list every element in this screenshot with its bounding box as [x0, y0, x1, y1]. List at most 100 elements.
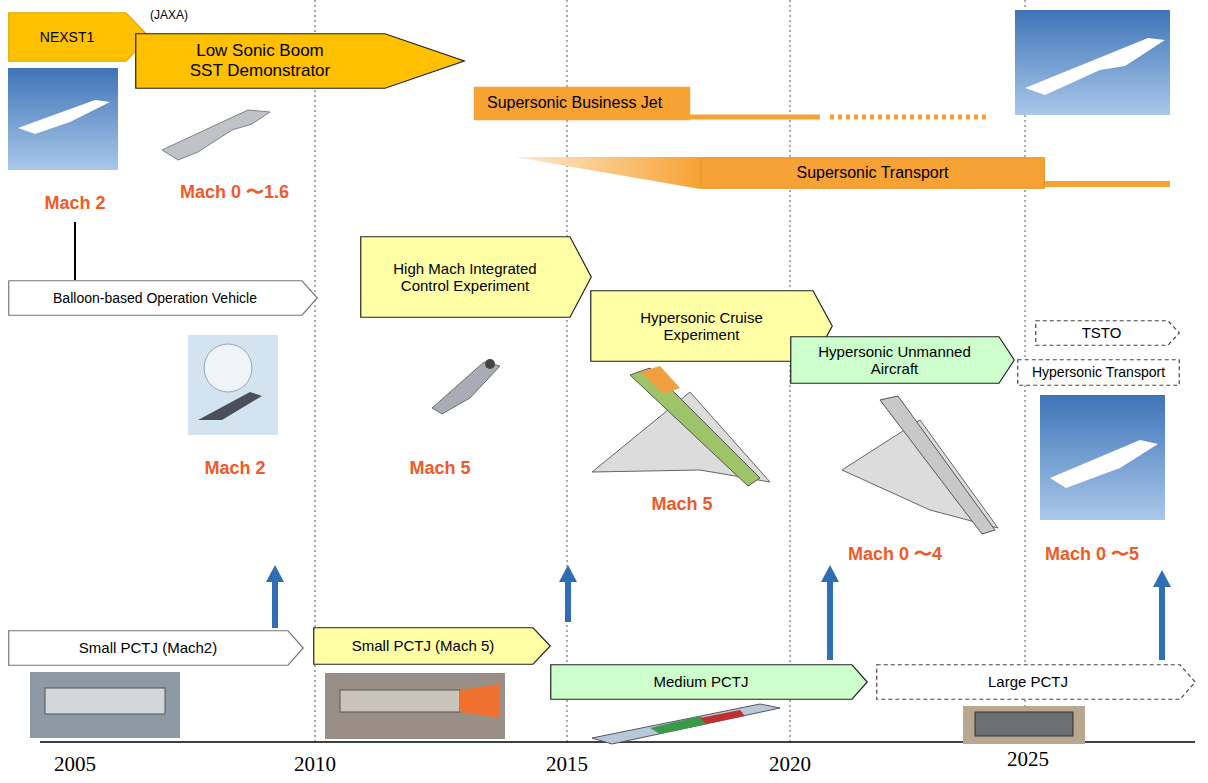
program-arrow: Low Sonic Boom SST Demonstrator: [135, 33, 465, 89]
node-text: Small PCTJ (Mach2): [79, 639, 217, 656]
engine-body: [975, 712, 1073, 736]
engine-body: [45, 688, 165, 714]
node-text: Supersonic Transport: [796, 164, 948, 182]
node-text: Medium PCTJ: [653, 673, 748, 690]
future-arrow-outline: [1036, 321, 1180, 346]
aircraft-photo: [1015, 10, 1170, 115]
engine-part: [650, 716, 708, 734]
engine-arrow-outline: [9, 631, 304, 666]
arrow-head: [559, 565, 577, 582]
aircraft-silhouette: [1025, 38, 1165, 95]
development-arrow: [827, 580, 833, 660]
program-arrow-outline: [361, 237, 592, 318]
node-text: Hypersonic Unmanned Aircraft: [815, 343, 975, 378]
text-holder: Small PCTJ (Mach2): [8, 630, 288, 666]
program-arrow: Hypersonic Unmanned Aircraft: [790, 336, 1015, 384]
text-holder: Balloon-based Operation Vehicle: [8, 280, 302, 316]
mach-number: Mach 0 〜1.6: [180, 180, 289, 204]
engine-arrow: Small PCTJ (Mach2): [8, 630, 304, 666]
year-tick: 2005: [54, 752, 96, 777]
aircraft-photo: [8, 68, 118, 170]
engine-arrow: Medium PCTJ: [550, 664, 868, 700]
mach-number: Mach 2: [44, 193, 105, 214]
arrow-head: [266, 565, 284, 582]
text-holder: Small PCTJ (Mach 5): [313, 627, 533, 665]
program-arrow: Balloon-based Operation Vehicle: [8, 280, 318, 316]
engine-arrow-outline: [314, 628, 551, 665]
vehicle-silhouette: [198, 392, 262, 420]
timeline-marker: [74, 222, 76, 280]
aircraft-silhouette: [18, 100, 110, 134]
mach-number: Mach 5: [409, 458, 470, 479]
development-arrow: [272, 580, 278, 628]
engine-part: [700, 710, 745, 724]
vehicle-drawing: [432, 362, 500, 414]
organization-note: (JAXA): [150, 8, 188, 22]
mach-number: Mach 2: [204, 458, 265, 479]
node-text: Low Sonic Boom SST Demonstrator: [185, 41, 335, 80]
text-holder: NEXST1: [8, 12, 126, 62]
node-text: Hypersonic Cruise Experiment: [617, 309, 787, 344]
arrow-head: [821, 565, 839, 582]
year-tick: 2020: [769, 752, 811, 777]
plan-line-dotted: [830, 115, 990, 120]
engine-arrow: Small PCTJ (Mach 5): [313, 627, 551, 665]
node-text: Large PCTJ: [988, 673, 1068, 690]
node-text: Hypersonic Transport: [1032, 364, 1165, 380]
text-holder: High Mach Integrated Control Experiment: [360, 236, 570, 318]
year-tick: 2015: [546, 752, 588, 777]
plan-line: [1044, 181, 1170, 187]
text-holder: Hypersonic Cruise Experiment: [590, 290, 813, 362]
engine-flame: [460, 684, 500, 718]
node-text: NEXST1: [40, 29, 94, 45]
future-arrow-outline: [877, 665, 1196, 700]
text-holder: Hypersonic Unmanned Aircraft: [790, 336, 999, 384]
node-text: Balloon-based Operation Vehicle: [53, 290, 257, 306]
vehicle-fuselage: [630, 368, 760, 486]
engine-photo: [30, 672, 180, 738]
future-box-outline: [1018, 360, 1180, 386]
text-holder: Medium PCTJ: [550, 664, 852, 700]
program-arrow-outline: [791, 337, 1015, 384]
year-tick: 2025: [1007, 747, 1049, 772]
future-arrow: TSTO: [1035, 320, 1180, 346]
mach-number: Mach 5: [651, 494, 712, 515]
text-holder: Hypersonic Transport: [1017, 359, 1180, 386]
future-arrow: Large PCTJ: [876, 664, 1196, 700]
program-arrow: NEXST1: [8, 12, 150, 62]
plan-line: [690, 115, 820, 120]
engine-photo: [963, 706, 1085, 744]
program-bar: Supersonic Business Jet: [473, 86, 691, 121]
vehicle-part: [640, 366, 680, 394]
aircraft-photo: [1040, 395, 1165, 520]
vehicle-fuselage: [880, 396, 995, 534]
mach-number: Mach 0 〜4: [848, 542, 942, 566]
engine-drawing: [592, 704, 780, 744]
aircraft-silhouette: [1050, 440, 1158, 488]
text-holder: Supersonic Transport: [700, 157, 1045, 189]
program-arrow-outline: [9, 281, 318, 316]
program-bar-outline: [701, 158, 1045, 189]
year-tick: 2010: [294, 752, 336, 777]
plan-wedge: [515, 157, 700, 189]
program-arrow: High Mach Integrated Control Experiment: [360, 236, 592, 318]
engine-photo: [325, 673, 505, 739]
text-holder: TSTO: [1035, 320, 1168, 346]
text-holder: Supersonic Business Jet: [473, 86, 691, 121]
development-arrow: [1159, 585, 1165, 660]
text-holder: Large PCTJ: [876, 664, 1180, 700]
program-bar: Supersonic Transport: [700, 157, 1045, 189]
node-text: Supersonic Business Jet: [487, 94, 662, 112]
program-bar-outline: [474, 87, 691, 121]
aircraft-drawing: [162, 110, 270, 160]
balloon-photo: [188, 335, 278, 435]
node-text: Small PCTJ (Mach 5): [352, 637, 495, 654]
arrow-head: [1153, 570, 1171, 587]
program-arrow-outline: [9, 13, 150, 62]
mach-number: Mach 0 〜5: [1045, 542, 1139, 566]
engine-body: [340, 690, 460, 712]
balloon-shape: [204, 344, 252, 392]
future-box: Hypersonic Transport: [1017, 359, 1180, 386]
vehicle-nose: [485, 359, 495, 369]
